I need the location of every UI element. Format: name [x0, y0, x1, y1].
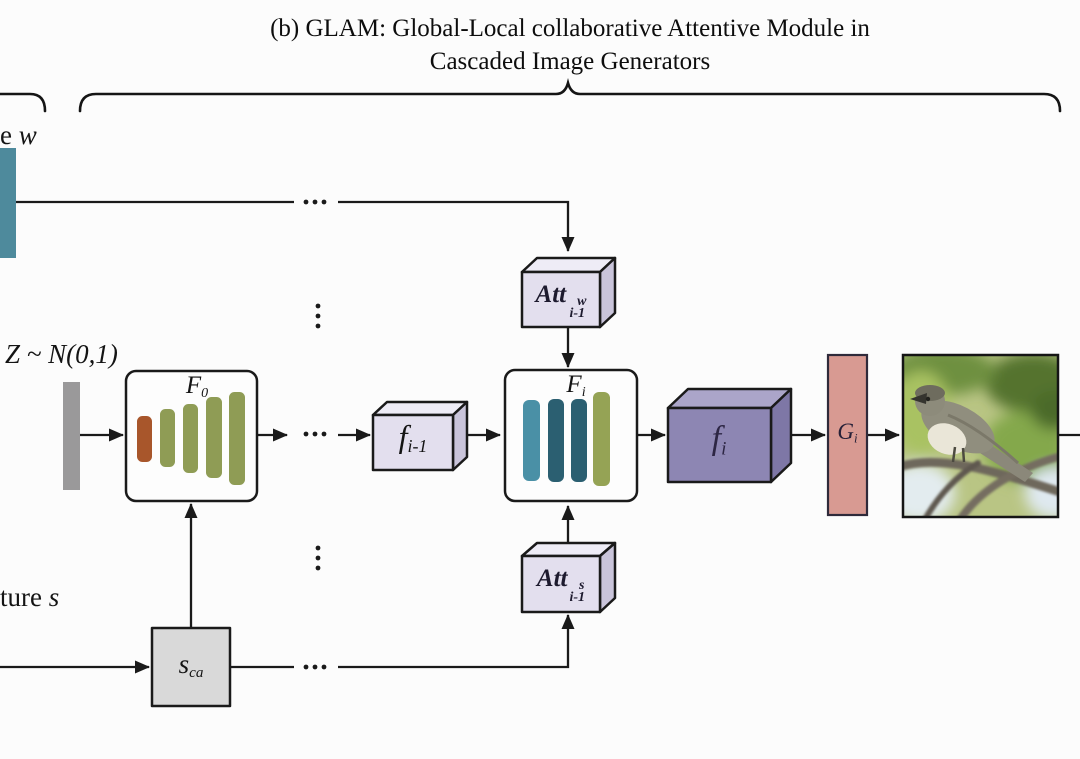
fi-label: Fi — [541, 371, 611, 401]
branches — [903, 452, 1058, 517]
figure-caption-line2: Cascaded Image Generators — [429, 48, 711, 75]
sca-box — [150, 626, 232, 708]
f0-label: F0 — [162, 372, 232, 402]
att-s-sup: s — [579, 578, 585, 593]
gi-sub: i — [854, 431, 858, 446]
fi-bar-teal-dark-1 — [548, 399, 564, 482]
ellipsis-horizontal-middle — [303, 431, 327, 437]
figure-caption: (b) GLAM: Global-Local collaborative Att… — [65, 12, 1075, 78]
word-feature-prefix: e — [0, 120, 19, 150]
sentence-feature-symbol: s — [48, 582, 60, 612]
f0-bar-olive-2 — [183, 404, 198, 473]
sentence-feature-prefix: ture — [0, 582, 49, 612]
flow-sentence-to-atts — [338, 614, 575, 669]
f0-box — [124, 369, 259, 503]
word-feature-label: e w — [0, 120, 37, 151]
word-feature-bar — [0, 148, 16, 258]
bird — [910, 385, 1033, 482]
att-s-cube — [520, 541, 617, 614]
att-w-base: Att — [535, 281, 567, 308]
ellipsis-horizontal-top — [303, 199, 327, 205]
f-prev-sub: i-1 — [407, 436, 428, 457]
f-i-sub: i — [721, 438, 727, 460]
noise-bar — [63, 382, 80, 490]
brace-panel-b — [78, 78, 1062, 113]
flow-word-to-attw — [338, 200, 575, 252]
fi-bar-teal-dark-2 — [571, 399, 587, 482]
sentence-feature-label: ture s — [0, 582, 59, 613]
att-s-base: Att — [536, 565, 568, 592]
gi-generator-bar — [826, 353, 869, 517]
f-prev-cube — [371, 400, 469, 472]
f0-bar-rust — [137, 416, 152, 462]
fi-bar-olive — [593, 392, 610, 486]
word-feature-symbol: w — [18, 120, 37, 150]
f0-sub: 0 — [201, 385, 209, 401]
f-i-cube — [666, 387, 793, 484]
f0-base: F — [185, 372, 202, 399]
f-i-base: f — [711, 420, 722, 457]
sca-sub: ca — [189, 665, 204, 682]
sca-label: sca — [152, 649, 230, 682]
att-w-sup: w — [577, 294, 587, 309]
fi-base: F — [566, 371, 582, 398]
noise-label: Z ~ N(0,1) — [5, 339, 118, 369]
fi-sub: i — [581, 384, 586, 400]
sca-base: s — [178, 649, 190, 679]
f-prev-base: f — [398, 418, 408, 454]
fi-box — [503, 368, 639, 503]
f0-bar-olive-1 — [160, 409, 175, 467]
att-s-sub: i-1 — [569, 590, 586, 605]
att-w-sub: i-1 — [569, 306, 586, 321]
ellipsis-horizontal-bottom — [303, 664, 327, 670]
fi-bar-teal-light — [523, 400, 540, 481]
figure-caption-line1: (b) GLAM: Global-Local collaborative Att… — [270, 15, 870, 42]
flow-lines — [0, 200, 1080, 674]
gi-label: Gi — [828, 419, 867, 447]
eye — [925, 396, 931, 402]
bird-image-frame — [901, 353, 1060, 519]
f0-bar-olive-3 — [206, 397, 222, 478]
att-w-cube — [520, 256, 617, 329]
ellipsis-vertical-upper — [315, 303, 321, 329]
f-i-cube-label: fi — [684, 420, 754, 460]
gi-base: G — [837, 419, 855, 444]
beak — [910, 393, 927, 404]
f0-bar-olive-4 — [229, 392, 245, 485]
brace-panel-a-end — [0, 92, 47, 113]
f-prev-label: fi-1 — [378, 418, 448, 457]
ellipsis-vertical-lower — [315, 545, 321, 571]
bird-image — [903, 355, 1058, 517]
